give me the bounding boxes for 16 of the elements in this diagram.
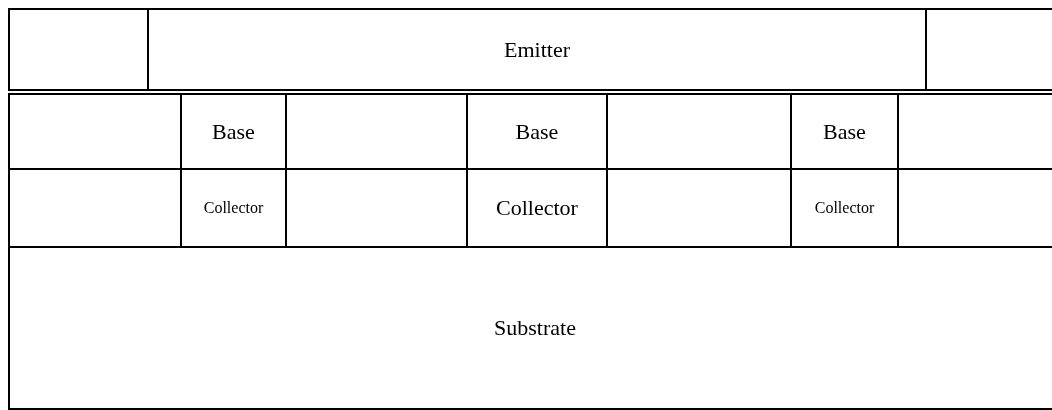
layer-label: Base <box>515 118 559 145</box>
layer-cell <box>180 93 285 168</box>
layer-label: Substrate <box>494 315 576 341</box>
layer-label: Collector <box>203 199 264 217</box>
layer-cell <box>180 168 285 246</box>
layer-cell <box>790 93 897 168</box>
layer-cell <box>790 168 897 246</box>
layer-cell <box>466 168 606 246</box>
layer-cell <box>147 8 925 91</box>
layer-cell <box>466 93 606 168</box>
layer-label: Collector <box>496 195 578 221</box>
layer-label: Collector <box>814 199 875 217</box>
layer-label: Base <box>823 118 866 145</box>
layer-label: Base <box>212 118 255 145</box>
layer-label: Emitter <box>504 36 570 63</box>
layer-cell <box>8 246 1052 410</box>
